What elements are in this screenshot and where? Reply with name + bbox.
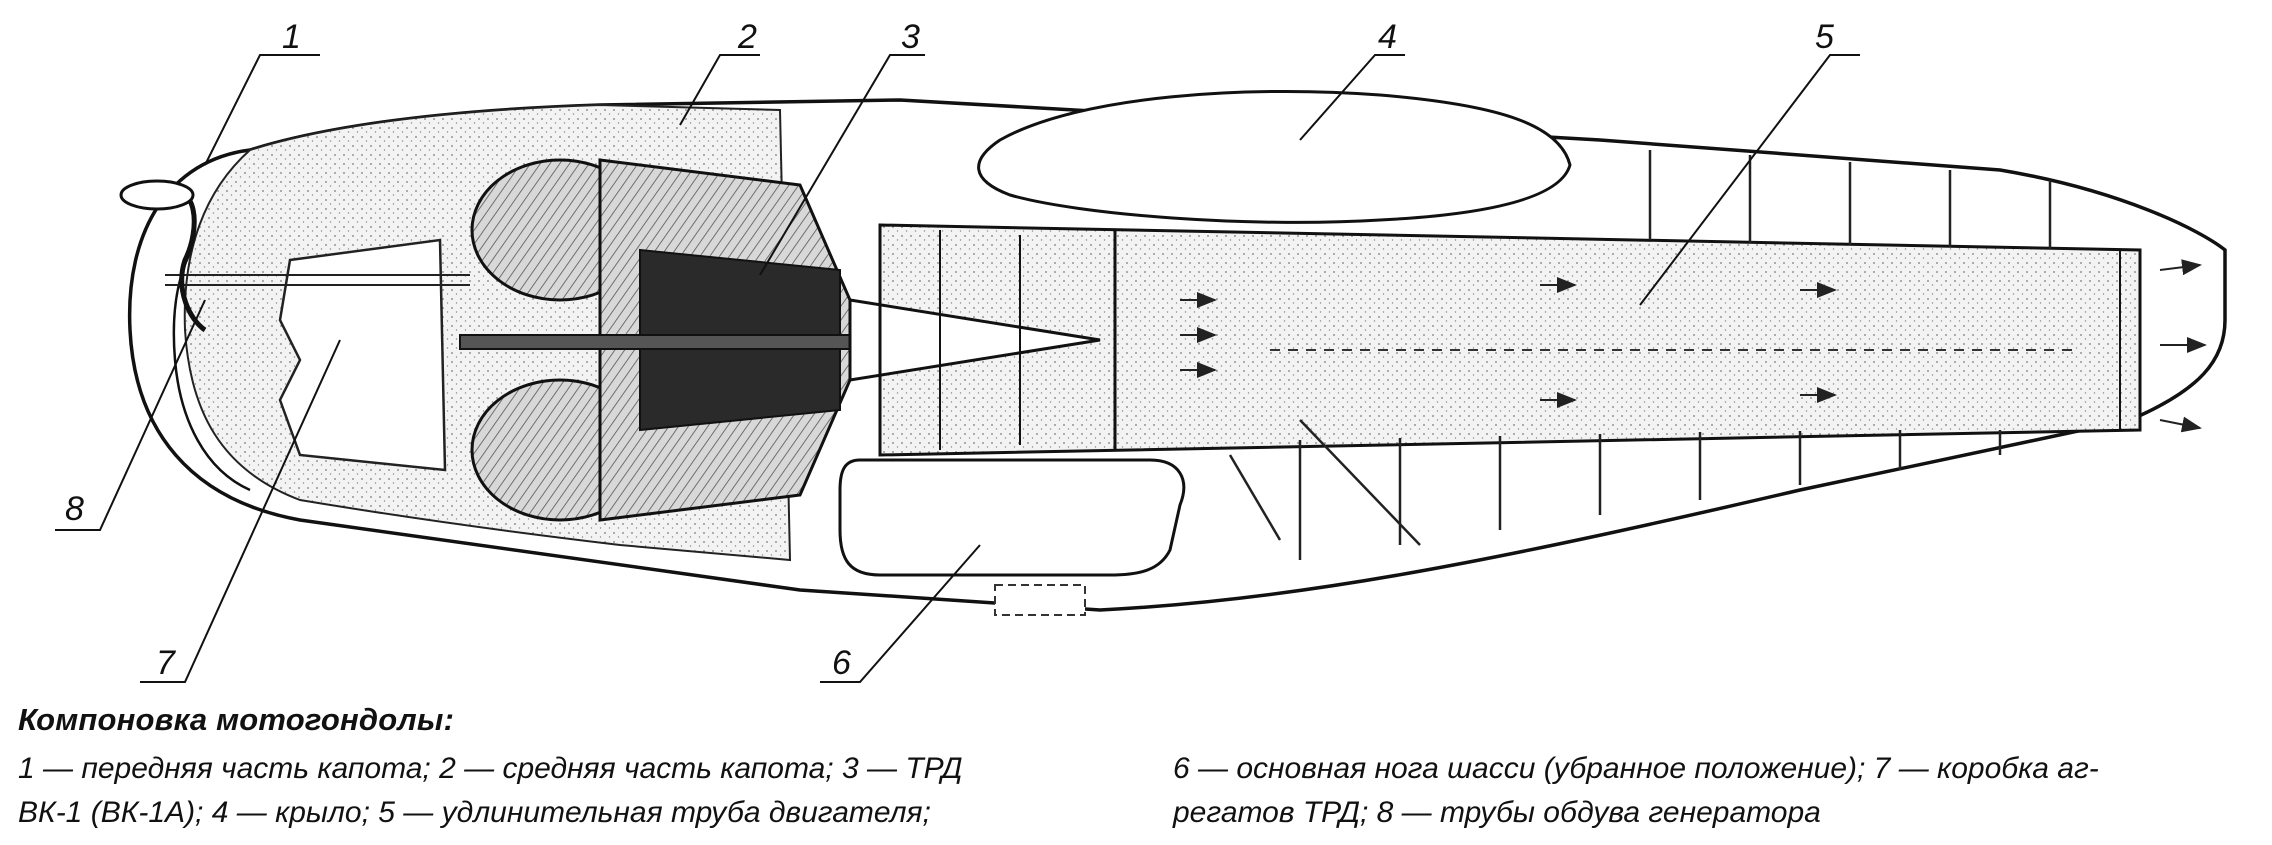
callout-1: 1 [282, 18, 301, 56]
leader-2 [679, 54, 760, 126]
engine-vk1 [459, 158, 1101, 522]
landing-gear-bay [838, 458, 1186, 577]
callout-6: 6 [832, 644, 851, 682]
flow-arrows [1180, 259, 2207, 433]
nacelle-layout-drawing: 1 2 3 4 5 6 7 8 [55, 18, 2227, 683]
wing-outline [977, 89, 1572, 224]
accessory-gearbox [278, 238, 447, 472]
leader-1 [204, 54, 320, 166]
callout-4: 4 [1378, 18, 1397, 56]
callout-5: 5 [1815, 18, 1834, 56]
callout-8: 8 [65, 490, 84, 528]
caption-right-line-2: регатов ТРД; 8 — трубы обдува генератора [1173, 796, 1821, 829]
leader-5 [1639, 54, 1860, 306]
callout-3: 3 [901, 18, 920, 56]
callout-7: 7 [156, 644, 176, 682]
structural-ribs [1228, 150, 2052, 560]
leader-8 [55, 299, 206, 531]
leader-3 [759, 54, 925, 276]
callout-2: 2 [737, 18, 757, 56]
caption-right-line-1: 6 — основная нога шасси (убранное положе… [1173, 752, 2099, 785]
caption-title: Компоновка мотогондолы: [18, 702, 455, 737]
leader-4 [1299, 54, 1405, 141]
caption-left-line-1: 1 — передняя часть капота; 2 — средняя ч… [18, 752, 963, 785]
leader-7 [140, 339, 341, 683]
leader-6 [820, 544, 981, 683]
caption-left-line-2: ВК-1 (ВК-1А); 4 — крыло; 5 — удлинительн… [18, 796, 931, 829]
